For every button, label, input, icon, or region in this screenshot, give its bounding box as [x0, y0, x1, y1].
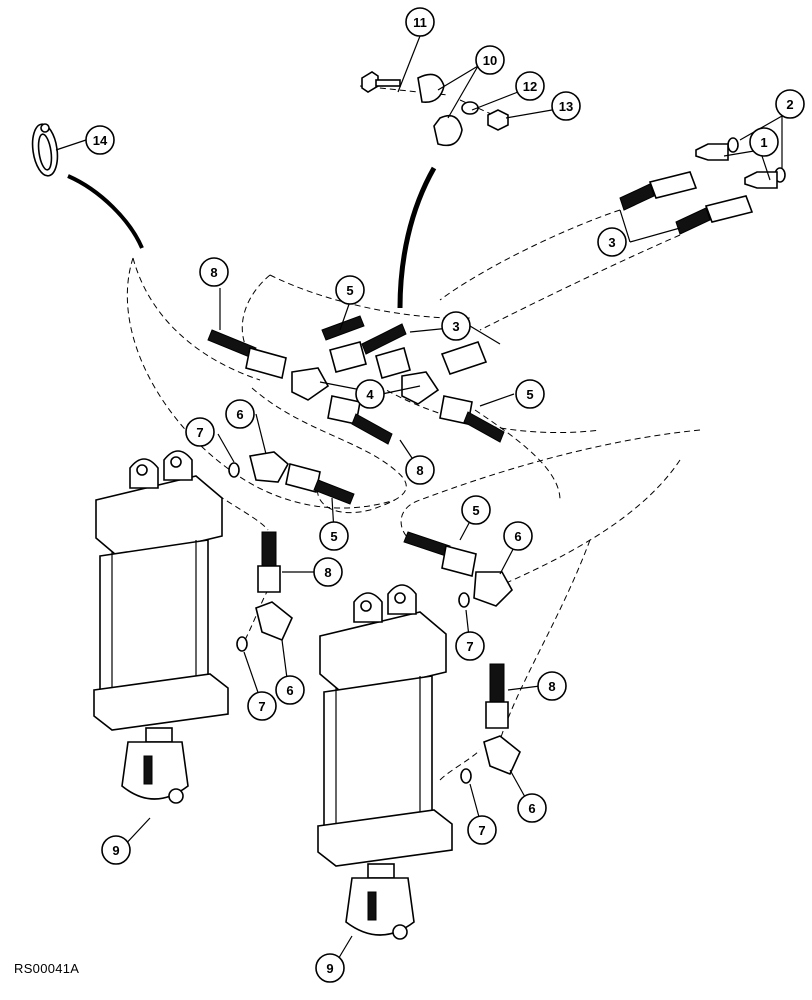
right-hydraulic-cylinder [317, 584, 453, 940]
callout-label: 6 [286, 683, 293, 698]
callout-label: 12 [523, 79, 537, 94]
callout-8-left: 8 [313, 557, 343, 587]
callout-9-right: 9 [315, 953, 345, 983]
callout-9-left: 9 [101, 835, 131, 865]
hanger-strap-part [31, 123, 59, 177]
callout-label: 5 [330, 529, 337, 544]
callout-label: 5 [472, 503, 479, 518]
callout-6-right-upper: 6 [503, 521, 533, 551]
center-fittings [207, 315, 505, 445]
callout-label: 5 [346, 283, 353, 298]
callout-6-left-lower: 6 [275, 675, 305, 705]
callout-label: 1 [760, 135, 767, 150]
callout-3-center: 3 [441, 311, 471, 341]
callout-7-right-lower: 7 [467, 815, 497, 845]
callout-label: 13 [559, 99, 573, 114]
callout-8-center: 8 [405, 455, 435, 485]
callout-label: 7 [466, 639, 473, 654]
callout-5-left: 5 [319, 521, 349, 551]
right-cylinder-fittings [403, 531, 521, 784]
callout-2: 2 [775, 89, 805, 119]
callout-label: 10 [483, 53, 497, 68]
callout-label: 6 [514, 529, 521, 544]
callout-label: 9 [326, 961, 333, 976]
callout-label: 6 [236, 407, 243, 422]
callout-14: 14 [85, 125, 115, 155]
callout-5-top: 5 [335, 275, 365, 305]
callout-8-top: 8 [199, 257, 229, 287]
callout-label: 8 [210, 265, 217, 280]
callout-10: 10 [475, 45, 505, 75]
upper-right-hoses [619, 137, 786, 235]
flow-arrows [67, 166, 437, 309]
callout-6-left-upper: 6 [225, 399, 255, 429]
callout-label: 14 [93, 133, 108, 148]
callout-6-right-lower: 6 [517, 793, 547, 823]
callout-5-lower: 5 [461, 495, 491, 525]
callout-label: 7 [196, 425, 203, 440]
callout-label: 8 [416, 463, 423, 478]
callout-label: 11 [413, 15, 427, 30]
figure-reference-code: RS00041A [14, 961, 80, 976]
callout-label: 4 [366, 387, 374, 402]
callout-label: 6 [528, 801, 535, 816]
callout-12: 12 [515, 71, 545, 101]
callout-13: 13 [551, 91, 581, 121]
callout-7-right-upper: 7 [455, 631, 485, 661]
callout-4: 4 [355, 379, 385, 409]
left-cylinder-fittings [228, 451, 355, 652]
callout-label: 5 [526, 387, 533, 402]
clamp-hardware [361, 71, 509, 147]
callout-3-upper: 3 [597, 227, 627, 257]
callout-label: 3 [452, 319, 459, 334]
callout-label: 8 [548, 679, 555, 694]
callout-label: 3 [608, 235, 615, 250]
callout-5-right: 5 [515, 379, 545, 409]
callout-1: 1 [749, 127, 779, 157]
callout-label: 9 [112, 843, 119, 858]
callout-label: 7 [478, 823, 485, 838]
callout-11: 11 [405, 7, 435, 37]
callout-label: 7 [258, 699, 265, 714]
callout-7-left-lower: 7 [247, 691, 277, 721]
callout-label: 2 [786, 97, 793, 112]
callout-label: 8 [324, 565, 331, 580]
left-hydraulic-cylinder [93, 450, 229, 804]
callout-7-left-upper: 7 [185, 417, 215, 447]
callout-8-right: 8 [537, 671, 567, 701]
